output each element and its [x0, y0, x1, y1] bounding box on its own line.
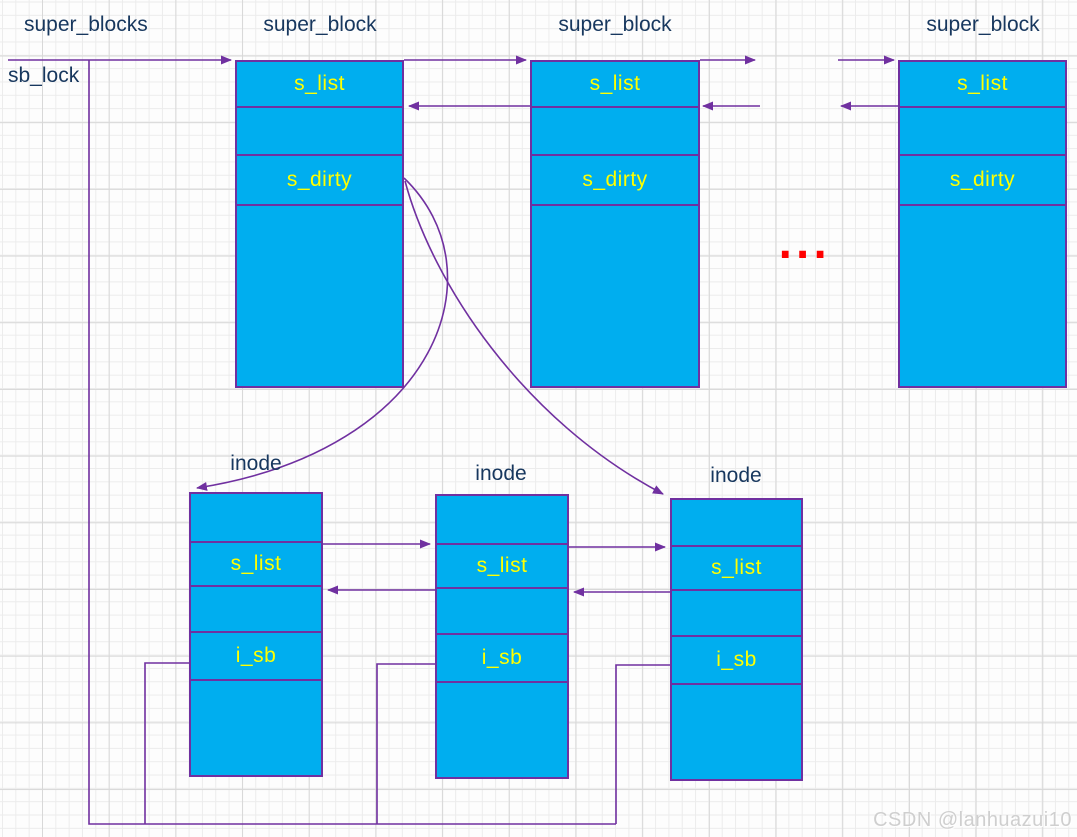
inode-box-3: s_list i_sb [670, 498, 803, 781]
super-blocks-label: super_blocks [24, 13, 148, 36]
inode-1-bottom-cell [191, 681, 321, 775]
i-sb-field-label: i_sb [481, 646, 523, 669]
superblock-box-2: s_list s_dirty [530, 60, 700, 388]
superblock-2-empty-cell [532, 108, 698, 156]
inode-3-empty-cell [672, 591, 801, 637]
inode-3-s-list-cell: s_list [672, 547, 801, 591]
more-superblocks-ellipsis: ... [778, 223, 831, 267]
inode-1-empty-cell [191, 587, 321, 633]
s-list-field-label: s_list [957, 72, 1008, 95]
inode-box-1: s_list i_sb [189, 492, 323, 777]
inode-3-i-sb-cell: i_sb [672, 637, 801, 685]
superblock-1-s-list-cell: s_list [237, 62, 402, 108]
inode-3-bottom-cell [672, 685, 801, 779]
inode-1-i-sb-cell: i_sb [191, 633, 321, 681]
s-dirty-field-label: s_dirty [582, 168, 648, 191]
superblock-3-empty-cell [900, 108, 1065, 156]
superblock-3-body-cell [900, 206, 1065, 386]
superblock-2-title: super_block [558, 13, 672, 36]
superblock-1-body-cell [237, 206, 402, 386]
s-list-field-label: s_list [711, 556, 762, 579]
superblock-1-empty-cell [237, 108, 402, 156]
inode-2-s-list-cell: s_list [437, 545, 567, 589]
superblock-3-s-list-cell: s_list [900, 62, 1065, 108]
i-sb-field-label: i_sb [716, 648, 757, 671]
csdn-watermark: CSDN @lanhuazui10 [873, 809, 1072, 831]
inode-box-2: s_list i_sb [435, 494, 569, 779]
inode-1-title: inode [230, 452, 282, 475]
inode-2-bottom-cell [437, 683, 567, 777]
superblock-2-s-list-cell: s_list [532, 62, 698, 108]
inode-1-top-cell [191, 494, 321, 543]
inode-2-top-cell [437, 496, 567, 545]
i-sb-field-label: i_sb [235, 644, 277, 667]
superblock-1-title: super_block [263, 13, 377, 36]
line-inode1-isb [144, 662, 190, 824]
s-list-field-label: s_list [230, 552, 282, 575]
s-list-field-label: s_list [476, 554, 528, 577]
line-inode3-isb [615, 664, 671, 824]
s-dirty-field-label: s_dirty [949, 168, 1016, 191]
inode-1-s-list-cell: s_list [191, 543, 321, 587]
inode-3-top-cell [672, 500, 801, 547]
inode-3-title: inode [710, 464, 762, 487]
inode-2-empty-cell [437, 589, 567, 635]
superblock-3-title: super_block [926, 13, 1040, 36]
superblock-2-s-dirty-cell: s_dirty [532, 156, 698, 206]
superblock-2-body-cell [532, 206, 698, 386]
superblock-1-s-dirty-cell: s_dirty [237, 156, 402, 206]
inode-2-title: inode [475, 462, 527, 485]
s-list-field-label: s_list [589, 72, 641, 95]
superblock-box-3: s_list s_dirty [898, 60, 1067, 388]
superblock-3-s-dirty-cell: s_dirty [900, 156, 1065, 206]
s-list-field-label: s_list [294, 72, 345, 95]
superblock-box-1: s_list s_dirty [235, 60, 404, 388]
sb-lock-label: sb_lock [8, 64, 80, 87]
s-dirty-field-label: s_dirty [286, 168, 353, 191]
inode-2-i-sb-cell: i_sb [437, 635, 567, 683]
line-inode2-isb [376, 663, 436, 824]
